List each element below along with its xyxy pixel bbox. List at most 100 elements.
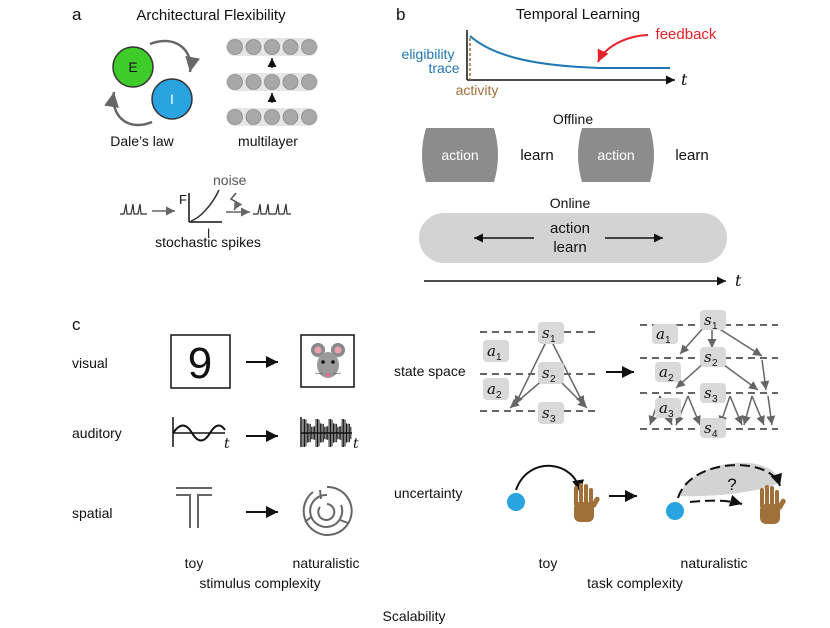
- uncertainty-label: uncertainty: [394, 485, 462, 501]
- noise-label: noise: [213, 172, 247, 188]
- layer-node: [227, 109, 243, 125]
- toy-action-a1-box: [483, 340, 509, 362]
- excitatory-label: E: [128, 59, 137, 75]
- excitatory-neuron: [112, 46, 154, 88]
- toy-hand-icon: [574, 483, 600, 522]
- nat-action-a2-box: [655, 362, 681, 382]
- nat-state-s1-box: [700, 310, 726, 330]
- panel-c-stimulus: c visual 9 auditory t: [72, 315, 359, 591]
- nat-state-s4-box: [700, 418, 726, 438]
- nat-action-a3-sub: 3: [668, 409, 674, 420]
- nat-state-s4-sub: 4: [712, 429, 718, 440]
- complex-waveform: [302, 419, 352, 447]
- auditory-natural-t-label: t: [353, 436, 359, 452]
- toy-state-s2-letter: s: [542, 364, 550, 382]
- circular-maze-icon: [302, 485, 353, 536]
- inhibitory-neuron: [151, 78, 193, 120]
- eligibility-trace-plot: eligibility trace activity t feedback: [402, 26, 717, 98]
- toy-state-s2-sub: 2: [550, 374, 556, 385]
- layer-node: [245, 74, 262, 90]
- e-to-i-arrow: [149, 39, 201, 73]
- state-space-label: state space: [394, 363, 466, 379]
- layer-node: [301, 74, 317, 90]
- nat-action-a2-sub: 2: [668, 373, 674, 384]
- i-label: I: [207, 226, 210, 240]
- toy-state-s2-box: [538, 362, 564, 384]
- layer-node: [282, 74, 299, 90]
- nat-action-a1-letter: a: [656, 325, 665, 343]
- trace-t-label: t: [681, 70, 688, 89]
- toy-agent-dot: [507, 493, 525, 511]
- toy-reach-arrow: [515, 464, 585, 493]
- input-spike-train: [120, 203, 147, 215]
- panel-a-title: Architectural Flexibility: [136, 7, 286, 24]
- panel-b-title: Temporal Learning: [516, 6, 640, 23]
- mouse-icon: [311, 343, 345, 378]
- nat-action-a2-letter: a: [659, 363, 668, 381]
- feedback-label: feedback: [656, 26, 717, 43]
- offline-label: Offline: [553, 111, 593, 127]
- visual-label: visual: [72, 355, 108, 371]
- stochastic-spikes-diagram: F I noise stochastic spikes: [120, 172, 291, 250]
- activity-label: activity: [456, 82, 499, 98]
- toy-action-a2-box: [483, 378, 509, 400]
- offline-action-label-1: action: [441, 147, 478, 163]
- toy-uncertainty: [507, 464, 600, 522]
- task-complexity-label: task complexity: [587, 575, 683, 591]
- scalability-label: Scalability: [382, 608, 445, 624]
- toy-state-s1-letter: s: [542, 324, 550, 342]
- layer-nodes: [227, 39, 317, 125]
- nat-state-s3-box: [700, 383, 726, 403]
- stochastic-spikes-label: stochastic spikes: [155, 234, 261, 250]
- nat-state-s4-letter: s: [704, 419, 712, 437]
- stimulus-toy-label: toy: [185, 555, 204, 571]
- f-label: F: [179, 192, 187, 207]
- layer-node: [282, 109, 299, 125]
- offline-schedule: action learn action learn: [422, 128, 709, 182]
- online-schedule: action learn: [419, 213, 727, 263]
- toy-state-s1-sub: 1: [550, 334, 556, 345]
- layer-node: [282, 39, 299, 55]
- simple-sound-plot: [172, 417, 226, 447]
- nat-state-s2-letter: s: [704, 348, 712, 366]
- panel-c-task: state space s 1 s 2 s 3 a 1 a: [394, 310, 786, 591]
- panel-b-letter: b: [396, 5, 405, 24]
- nat-state-s2-sub: 2: [712, 358, 718, 369]
- panel-a: a Architectural Flexibility E I Dale’s l…: [72, 5, 318, 250]
- output-spike-train: [253, 203, 291, 215]
- toy-action-a2-letter: a: [487, 380, 496, 398]
- nat-state-s3-sub: 3: [712, 394, 718, 405]
- nat-action-a1-sub: 1: [665, 335, 671, 346]
- noise-arrow: [229, 192, 243, 211]
- spatial-label: spatial: [72, 505, 112, 521]
- complex-sound-plot: [300, 417, 352, 447]
- offline-action-label-2: action: [597, 147, 634, 163]
- sine-wave: [172, 424, 226, 442]
- panel-c-letter: c: [72, 315, 81, 334]
- eligibility-label: eligibility: [402, 46, 455, 62]
- stimulus-naturalistic-label: naturalistic: [293, 555, 360, 571]
- stimulus-complexity-label: stimulus complexity: [199, 575, 320, 591]
- toy-action-a2-sub: 2: [496, 390, 502, 401]
- trace-label: trace: [428, 60, 459, 76]
- panel-a-letter: a: [72, 5, 82, 24]
- naturalistic-agent-dot: [666, 502, 684, 520]
- dales-law-diagram: E I Dale’s law: [104, 39, 201, 149]
- naturalistic-uncertainty: ?: [666, 462, 786, 524]
- naturalistic-hand-icon: [760, 485, 786, 524]
- offline-action-block-1: [422, 128, 498, 182]
- nat-state-s3-letter: s: [704, 384, 712, 402]
- multilayer-label: multilayer: [238, 133, 298, 149]
- layer-node: [264, 74, 280, 90]
- toy-state-s3-letter: s: [542, 404, 550, 422]
- dales-law-label: Dale’s law: [110, 133, 174, 149]
- layer-node: [301, 109, 317, 125]
- eligibility-trace-curve: [469, 35, 670, 69]
- nat-state-s2-box: [700, 347, 726, 367]
- toy-action-a1-letter: a: [487, 342, 496, 360]
- feedback-arrow: [597, 34, 649, 63]
- question-mark: ?: [727, 475, 736, 494]
- task-toy-label: toy: [539, 555, 558, 571]
- online-learn-label: learn: [553, 239, 586, 256]
